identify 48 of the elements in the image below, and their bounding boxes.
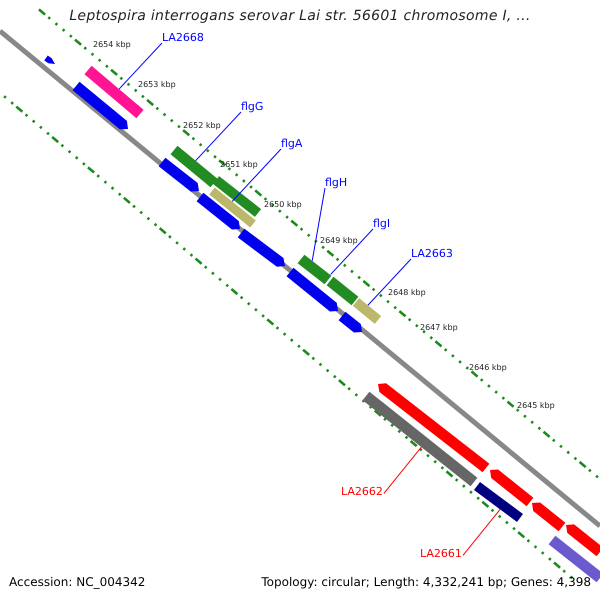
gene-bar [352,298,382,324]
scale-label: 2651 kbp [220,160,258,170]
scale-label: 2652 kbp [183,121,221,131]
gene-label: LA2668 [162,31,204,44]
gene-label: flgI [373,217,390,230]
scale-label: 2649 kbp [320,236,358,246]
gene-block [72,82,128,130]
scale-label: 2653 kbp [138,80,176,90]
gene-bar [212,176,262,217]
gene-block [338,312,362,332]
gene-bar [326,276,358,306]
scale-label: 2647 kbp [420,323,458,333]
scale-label: 2646 kbp [469,363,507,373]
leader-line [195,112,242,162]
leader-line [462,508,501,556]
gene-bar [362,392,478,486]
gene-bar [170,146,218,188]
gene-label: flgA [281,137,302,150]
gene-block [196,192,240,230]
leader-line [330,228,374,275]
gene-label: flgG [241,100,264,113]
gene-block [566,524,600,556]
footer-text: Topology: circular; Length: 4,332,241 bp; Genes: 4,398 [261,575,591,590]
leader-line [232,148,282,202]
gene-block [158,158,199,192]
gene-bar [298,254,332,284]
gene-block [378,383,490,472]
scale-label: 2645 kbp [517,401,555,411]
gene-bar [209,188,256,228]
map-title: Leptospira interrogans serovar Lai str. 56601 chromosome I, ... [69,8,531,24]
gene-block [532,502,566,532]
scale-label: 2654 kbp [93,40,131,50]
leader-line [312,188,326,262]
gene-block [44,56,55,64]
gene-label: LA2662 [341,485,383,498]
gene-block [490,470,534,506]
gene-bar [474,482,523,522]
footer-text: Accession: NC_004342 [9,575,146,590]
scale-label: 2650 kbp [264,200,302,210]
leader-line [383,446,422,494]
gene-label: LA2661 [420,547,462,560]
gene-label: flgH [325,176,348,189]
gene-label: LA2663 [411,247,453,260]
scale-label: 2648 kbp [388,288,426,298]
gene-block [238,228,285,267]
leader-line [118,42,162,90]
leader-line [367,258,412,306]
gene-block [286,268,338,312]
